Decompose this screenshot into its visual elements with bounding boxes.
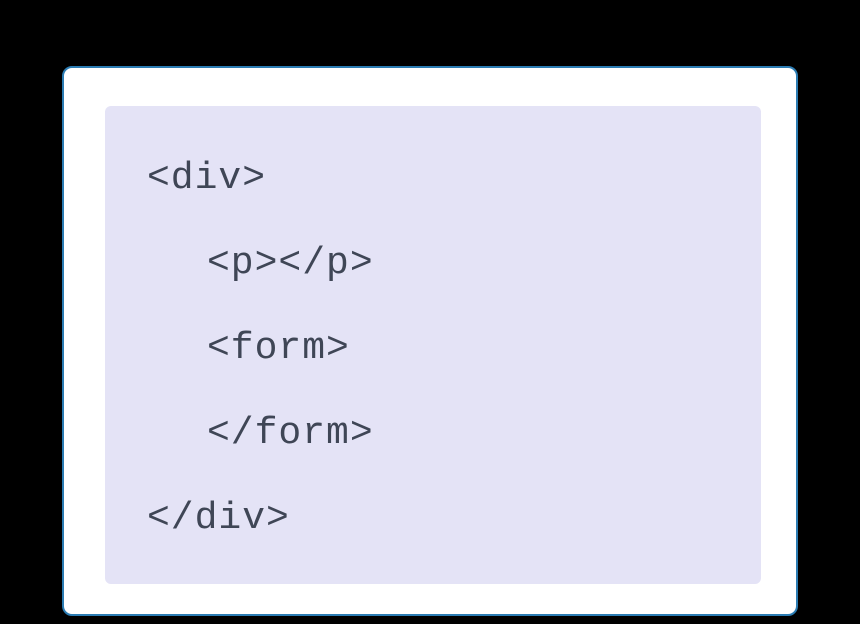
code-line: <p></p> [207,242,374,285]
code-card: <div> <p></p> <form> </form> </div> [62,66,798,616]
code-line: </div> [147,497,290,540]
code-line: <form> [207,327,350,370]
code-line: </form> [207,412,374,455]
code-snippet-block: <div> <p></p> <form> </form> </div> [105,106,761,584]
code-line: <div> [147,157,267,200]
